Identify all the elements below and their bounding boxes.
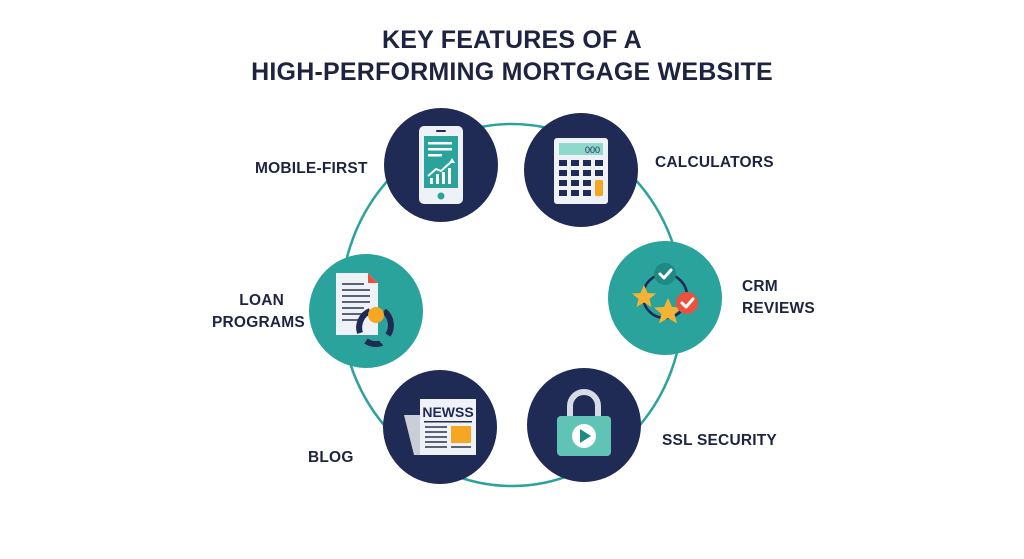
feature-node-calculators: 000	[524, 113, 638, 227]
feature-label-loan-programs-line-1: LOAN	[239, 292, 284, 309]
smartphone-chart-icon	[419, 126, 463, 204]
padlock-icon	[557, 389, 611, 456]
feature-node-blog: NEWSS	[383, 370, 497, 484]
feature-label-crm-reviews-line-1: CRM	[742, 278, 778, 295]
feature-label-loan-programs: LOAN PROGRAMS	[212, 290, 305, 334]
newspaper-headline: NEWSS	[422, 404, 473, 420]
feature-node-ssl-security	[527, 368, 641, 482]
feature-label-blog: BLOG	[308, 449, 354, 466]
feature-label-loan-programs-line-2: PROGRAMS	[212, 314, 305, 331]
diagram-title-line-1: KEY FEATURES OF A	[382, 26, 642, 54]
feature-label-calculators: CALCULATORS	[655, 154, 774, 171]
feature-node-mobile-first	[384, 108, 498, 222]
feature-label-mobile-first: MOBILE-FIRST	[255, 160, 368, 177]
calculator-icon: 000	[554, 138, 608, 204]
feature-node-crm-reviews	[608, 241, 722, 355]
document-cycle-icon	[336, 273, 394, 348]
feature-label-crm-reviews-line-2: REVIEWS	[742, 300, 815, 317]
feature-node-loan-programs	[309, 254, 423, 368]
feature-label-crm-reviews: CRM REVIEWS	[742, 276, 815, 320]
diagram-title-line-2: HIGH-PERFORMING MORTGAGE WEBSITE	[251, 58, 773, 86]
feature-label-ssl-security: SSL SECURITY	[662, 432, 777, 449]
newspaper-icon: NEWSS	[404, 399, 476, 455]
stars-checkmarks-icon	[632, 263, 698, 324]
calculator-display-value: 000	[585, 145, 600, 155]
